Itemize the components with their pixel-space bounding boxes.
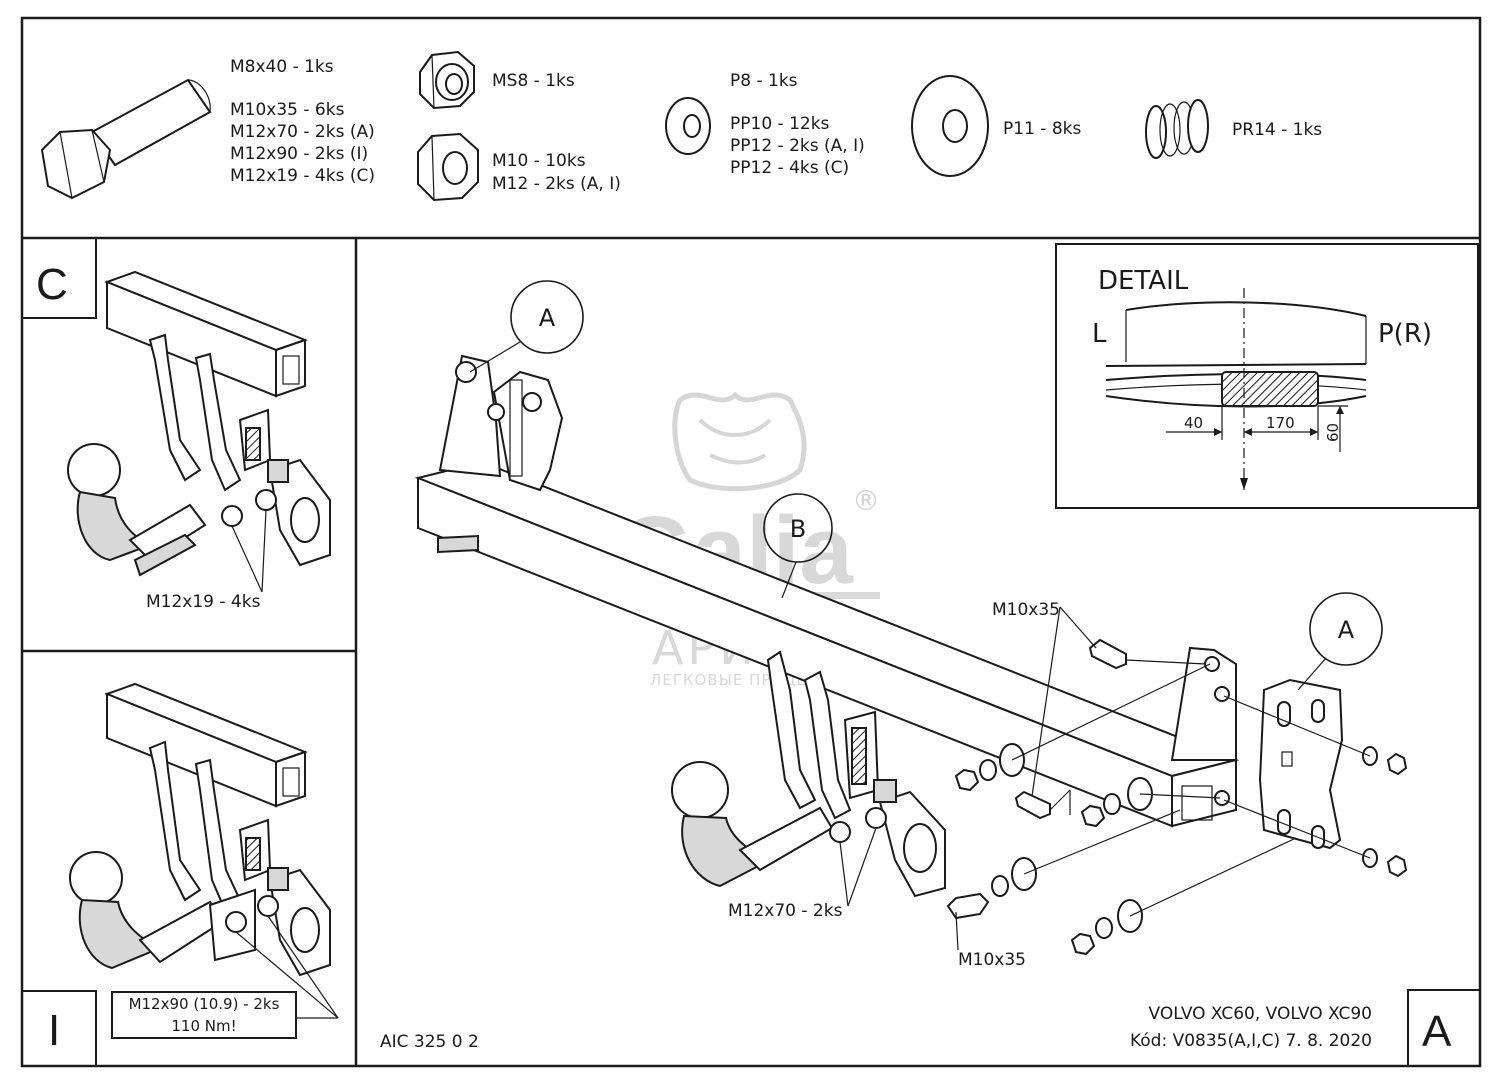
- detail-dim-170: 170: [1266, 414, 1295, 432]
- spring-icon: [1145, 99, 1209, 159]
- footer: AIC 325 0 2 VOLVO XC60, VOLVO XC90 Kód: …: [380, 989, 1481, 1067]
- detail-right: P(R): [1378, 319, 1432, 349]
- view-i-letter: I: [48, 1006, 60, 1055]
- big-washer-icon: [911, 75, 989, 177]
- nut-m12: M12 - 2ks (A, I): [492, 174, 621, 194]
- view-c-callout: M12x19 - 4ks: [146, 592, 261, 612]
- detail-dim-60: 60: [1324, 423, 1342, 442]
- locknut-ms8: MS8 - 1ks: [492, 71, 575, 91]
- washer-pp12-c: PP12 - 4ks (C): [730, 158, 849, 178]
- bolt-m10x35: M10x35 - 6ks: [230, 100, 345, 120]
- label-m10x35-bottom: M10x35: [958, 950, 1026, 970]
- nut-m10: M10 - 10ks: [492, 151, 586, 171]
- watermark-lion-icon: [672, 391, 807, 492]
- washer-pp12-ai: PP12 - 2ks (A, I): [730, 136, 865, 156]
- fasteners: [946, 638, 1408, 956]
- view-c-letter: C: [36, 260, 68, 309]
- spring-pr14: PR14 - 1ks: [1232, 120, 1322, 140]
- bolt-m12x19: M12x19 - 4ks (C): [230, 166, 375, 186]
- washer-p11: P11 - 8ks: [1003, 119, 1081, 139]
- bolt-m12x90: M12x90 - 2ks (I): [230, 144, 368, 164]
- bubble-b: B: [790, 515, 806, 543]
- main-assembly: A B A M10x35 M10x35 M12x70 - 2ks: [414, 280, 1408, 970]
- view-i-note-line1: M12x90 (10.9) - 2ks: [129, 995, 280, 1013]
- washer-pp10: PP10 - 12ks: [730, 114, 830, 134]
- detail-title: DETAIL: [1098, 266, 1189, 296]
- view-c: C M12x19 - 4ks: [21, 237, 331, 612]
- drawing-frame: [20, 16, 1482, 1068]
- label-m10x35-top: M10x35: [992, 600, 1060, 620]
- hex-bolt-icon: [40, 78, 212, 200]
- bolt-m8x40: M8x40 - 1ks: [230, 57, 334, 77]
- hex-nut-icon: [417, 132, 479, 202]
- detail-dim-40: 40: [1184, 414, 1203, 432]
- view-i-note-line2: 110 Nm!: [171, 1017, 236, 1035]
- washer-p8: P8 - 1ks: [730, 71, 798, 91]
- vehicle-models: VOLVO XC60, VOLVO XC90: [1149, 1004, 1373, 1024]
- bubble-a-left: A: [539, 304, 556, 332]
- view-a-letter: A: [1422, 1007, 1452, 1056]
- label-m12x70: M12x70 - 2ks: [728, 901, 843, 921]
- drawing-code: AIC 325 0 2: [380, 1032, 479, 1052]
- bubble-a-right: A: [1338, 616, 1355, 644]
- parts-list: M8x40 - 1ks M10x35 - 6ks M12x70 - 2ks (A…: [40, 50, 1322, 202]
- detail-view: DETAIL L P(R) 40 170 60: [1055, 243, 1479, 509]
- washer-icon: [665, 97, 711, 155]
- lock-nut-icon: [419, 50, 475, 110]
- view-i: I M12x90 (10.9) - 2ks 110 Nm!: [21, 682, 339, 1067]
- kod-date: Kód: V0835(A,I,C) 7. 8. 2020: [1130, 1031, 1372, 1051]
- bolt-m12x70: M12x70 - 2ks (A): [230, 122, 375, 142]
- watermark-registered: ®: [852, 484, 880, 517]
- detail-left: L: [1092, 319, 1107, 349]
